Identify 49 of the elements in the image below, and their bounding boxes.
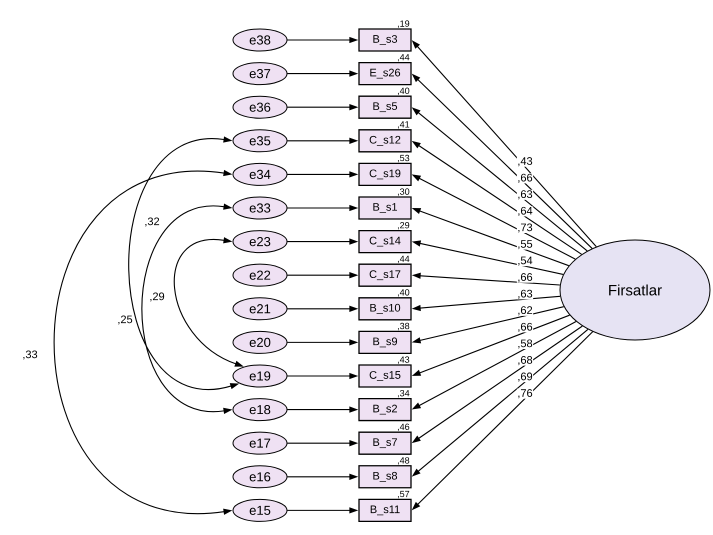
indicator-box: B_s7	[358, 432, 412, 455]
edge-label: ,63	[516, 289, 534, 300]
value-label: ,44	[398, 256, 410, 264]
edge-label: ,29	[148, 292, 166, 302]
edge-label: ,43	[516, 156, 534, 167]
edge-label: ,63	[516, 190, 534, 200]
edge-label: ,55	[516, 240, 534, 250]
edge-label: ,76	[516, 388, 534, 399]
indicator-box: B_s11	[358, 498, 412, 522]
edge-label: ,73	[516, 222, 534, 234]
edge-label: ,54	[516, 256, 534, 266]
edge-label: ,64	[516, 206, 534, 216]
indicator-box: C_s19	[358, 162, 412, 186]
indicator-box: B_s5	[358, 96, 412, 119]
indicator-box: E_s26	[358, 62, 412, 86]
value-label: ,38	[398, 322, 410, 330]
indicator-box: B_s1	[358, 196, 412, 220]
edge-label: ,69	[516, 372, 534, 382]
indicator-box: C_s14	[358, 230, 412, 254]
value-label: ,48	[398, 457, 410, 465]
edge-label: ,58	[516, 338, 534, 350]
indicator-box: B_s3	[358, 28, 412, 52]
value-label: ,30	[398, 188, 410, 196]
edge-label: ,32	[144, 216, 160, 228]
indicator-box: C_s17	[358, 264, 412, 287]
indicator-box: B_s10	[358, 297, 412, 320]
edge-label: ,68	[516, 356, 534, 366]
indicator-box: B_s2	[358, 398, 412, 422]
value-label: ,34	[398, 390, 410, 398]
value-label: ,40	[398, 88, 410, 96]
edge-label: ,66	[516, 322, 534, 332]
value-label: ,53	[398, 154, 410, 162]
indicator-box: B_s8	[358, 465, 412, 488]
edge-label: ,25	[116, 314, 134, 326]
value-label: ,40	[398, 289, 410, 297]
edge-label: ,62	[516, 306, 534, 316]
value-label: ,43	[398, 356, 410, 364]
value-label: ,57	[398, 490, 410, 498]
indicator-box: B_s9	[358, 330, 412, 354]
value-label: ,44	[398, 54, 410, 62]
edge-label: ,66	[516, 272, 534, 283]
edge-label: ,66	[516, 173, 534, 184]
indicator-box: C_s12	[358, 129, 412, 152]
value-label: ,41	[398, 121, 410, 129]
value-label: ,46	[398, 424, 410, 432]
edge-label: ,33	[22, 350, 38, 360]
indicator-box: C_s15	[358, 364, 412, 388]
value-label: ,19	[398, 20, 410, 28]
value-label: ,29	[398, 222, 410, 230]
